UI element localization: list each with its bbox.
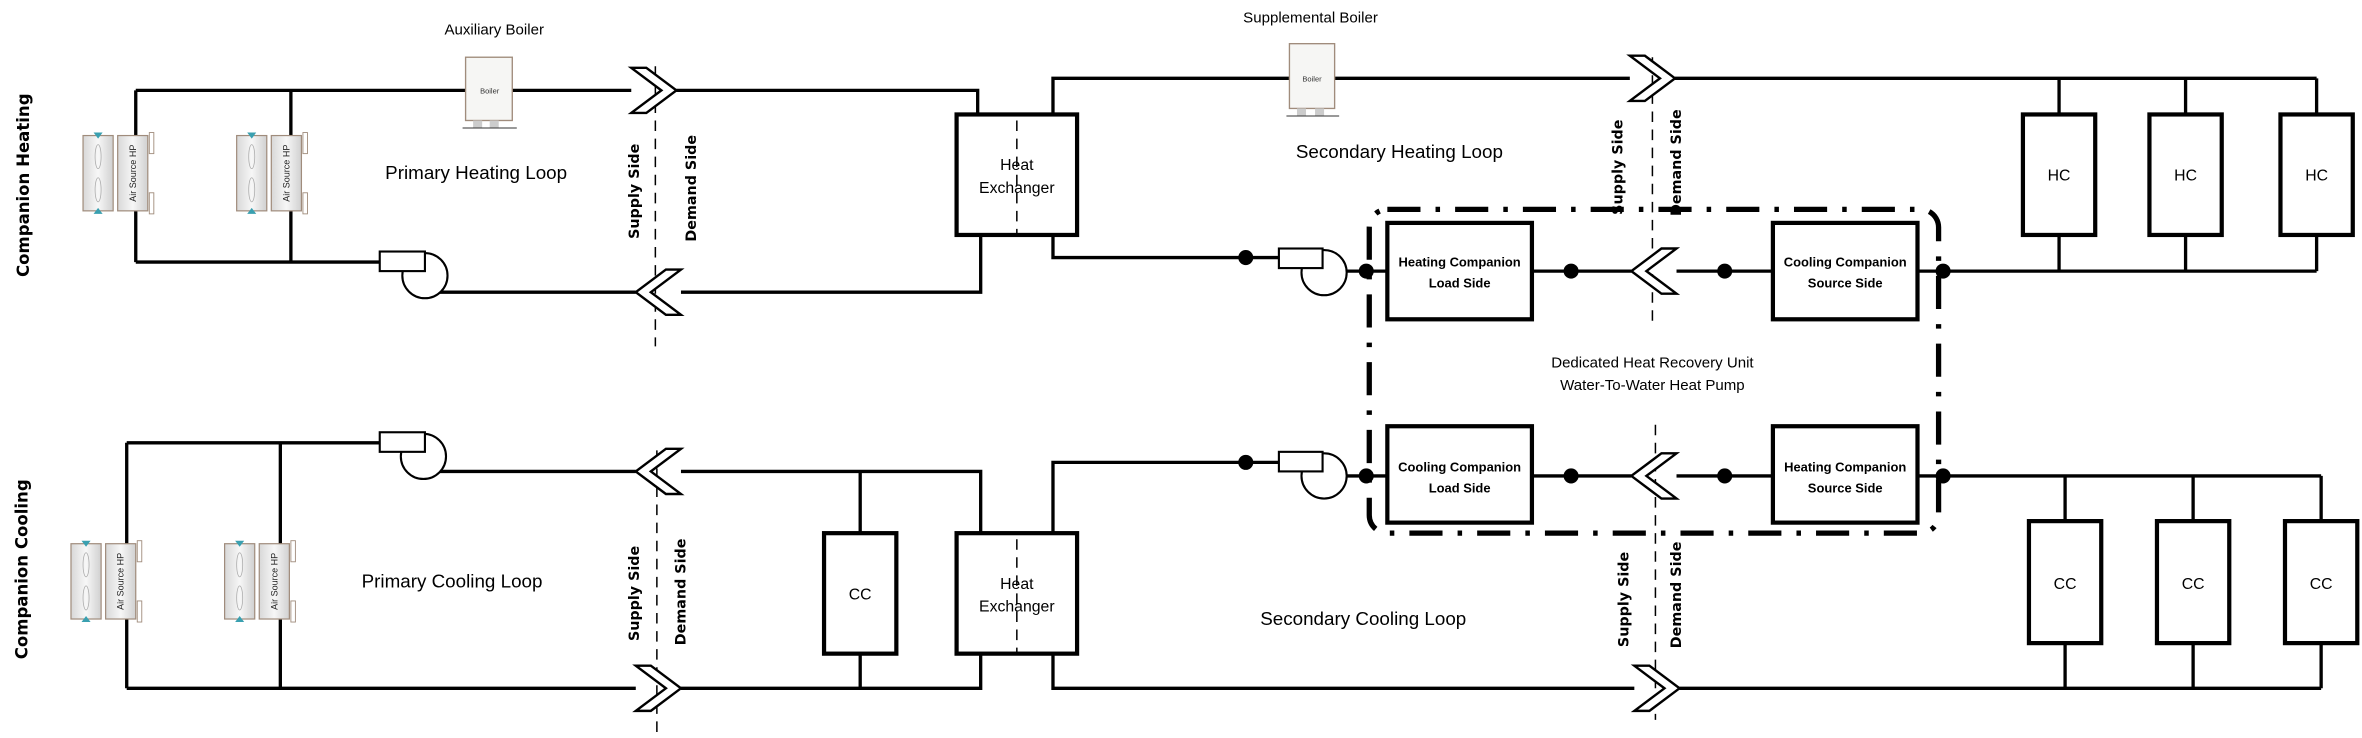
svg-text:Air Source HP: Air Source HP: [281, 145, 291, 202]
flow-arrow-left-icon: [633, 447, 685, 496]
demand-side-label: Demand Side: [1669, 109, 1685, 216]
svg-text:Heating Companion: Heating Companion: [1784, 459, 1906, 474]
svg-text:Load Side: Load Side: [1429, 276, 1491, 291]
supply-side-label: Supply Side: [627, 144, 643, 239]
supply-side-label: Supply Side: [1610, 120, 1626, 215]
demand-side-label: Demand Side: [673, 539, 689, 646]
heating-coil-1: HC: [2020, 112, 2098, 238]
air-source-heat-pump-icon: Air Source HP: [224, 540, 296, 623]
auxiliary-boiler-icon: Boiler: [462, 56, 517, 129]
supplemental-boiler-icon: Boiler: [1286, 42, 1340, 117]
pump-icon: [378, 250, 449, 300]
demand-side-label: Demand Side: [684, 135, 700, 242]
svg-text:Heat: Heat: [1000, 576, 1034, 593]
heat-exchanger-cooling: Heat Exchanger: [954, 531, 1080, 656]
svg-text:Air Source HP: Air Source HP: [116, 553, 126, 610]
supply-side-label: Supply Side: [627, 546, 643, 641]
svg-text:Load Side: Load Side: [1429, 481, 1491, 496]
heating-coil-2: HC: [2147, 112, 2224, 238]
svg-text:Boiler: Boiler: [480, 86, 500, 95]
cooling-coil-2: CC: [2154, 519, 2232, 646]
cooling-coil-primary: CC: [821, 531, 899, 656]
primary-heating-loop: Primary Heating Loop: [134, 88, 983, 294]
pump-icon: [1277, 247, 1348, 297]
svg-text:CC: CC: [2182, 576, 2205, 593]
auxiliary-boiler-label: Auxiliary Boiler: [444, 22, 544, 39]
cooling-coil-3: CC: [2282, 519, 2360, 646]
supply-side-label: Supply Side: [1616, 552, 1632, 647]
flow-arrow-right-icon: [1626, 54, 1678, 103]
flow-arrow-right-icon: [627, 66, 679, 115]
cooling-companion-source-side: Cooling Companion Source Side: [1770, 220, 1920, 322]
air-source-heat-pump-icon: Air Source HP: [82, 132, 155, 215]
air-source-heat-pump-icon: Air Source HP: [236, 132, 308, 215]
secondary-cooling-loop: Secondary Cooling Loop: [1051, 460, 2323, 690]
svg-text:Air Source HP: Air Source HP: [128, 145, 138, 202]
svg-text:HC: HC: [2048, 168, 2071, 185]
dedicated-heat-recovery-unit-boundary: [1366, 206, 1942, 536]
svg-text:Cooling Companion: Cooling Companion: [1784, 255, 1907, 270]
svg-text:HC: HC: [2305, 168, 2328, 185]
dhru-title-line1: Dedicated Heat Recovery Unit: [1551, 354, 1754, 371]
pump-icon: [378, 431, 448, 481]
svg-text:Source Side: Source Side: [1808, 276, 1883, 291]
primary-cooling-loop-label: Primary Cooling Loop: [362, 570, 543, 591]
svg-text:CC: CC: [2310, 576, 2333, 593]
svg-text:Air Source HP: Air Source HP: [269, 553, 279, 610]
svg-text:Heat: Heat: [1000, 157, 1034, 174]
pump-icon: [1277, 450, 1348, 500]
svg-text:CC: CC: [2054, 576, 2077, 593]
flow-arrow-left-icon: [1629, 452, 1681, 500]
heating-companion-source-side: Heating Companion Source Side: [1770, 424, 1920, 525]
flow-arrow-left-icon: [633, 268, 685, 316]
svg-text:HC: HC: [2174, 168, 2197, 185]
cooling-coil-1: CC: [2026, 519, 2104, 646]
junction-dots: [1238, 250, 1951, 484]
heating-coil-3: HC: [2278, 112, 2355, 238]
flow-arrow-left-icon: [1629, 247, 1681, 295]
svg-text:Exchanger: Exchanger: [979, 598, 1055, 615]
heating-companion-load-side: Heating Companion Load Side: [1385, 220, 1535, 322]
secondary-heating-loop-label: Secondary Heating Loop: [1296, 141, 1503, 162]
air-source-heat-pump-icon: Air Source HP: [70, 540, 143, 623]
heat-exchanger-heating: Heat Exchanger: [954, 112, 1080, 238]
cooling-companion-load-side: Cooling Companion Load Side: [1385, 424, 1535, 525]
svg-text:Cooling Companion: Cooling Companion: [1398, 459, 1521, 474]
svg-text:Boiler: Boiler: [1302, 74, 1322, 83]
row-label-cooling: Companion Cooling: [12, 479, 31, 659]
dhru-title-line2: Water-To-Water Heat Pump: [1560, 377, 1745, 394]
flow-arrow-right-icon: [632, 664, 683, 713]
svg-text:Heating Companion: Heating Companion: [1399, 255, 1521, 270]
demand-side-label: Demand Side: [1669, 542, 1685, 649]
svg-text:Exchanger: Exchanger: [979, 180, 1055, 197]
supplemental-boiler-label: Supplemental Boiler: [1243, 10, 1378, 27]
flow-arrow-right-icon: [1630, 664, 1682, 713]
primary-heating-loop-label: Primary Heating Loop: [385, 162, 567, 183]
svg-text:CC: CC: [849, 586, 872, 603]
secondary-cooling-loop-label: Secondary Cooling Loop: [1260, 608, 1466, 629]
row-label-heating: Companion Heating: [14, 93, 33, 277]
svg-text:Source Side: Source Side: [1808, 481, 1883, 496]
